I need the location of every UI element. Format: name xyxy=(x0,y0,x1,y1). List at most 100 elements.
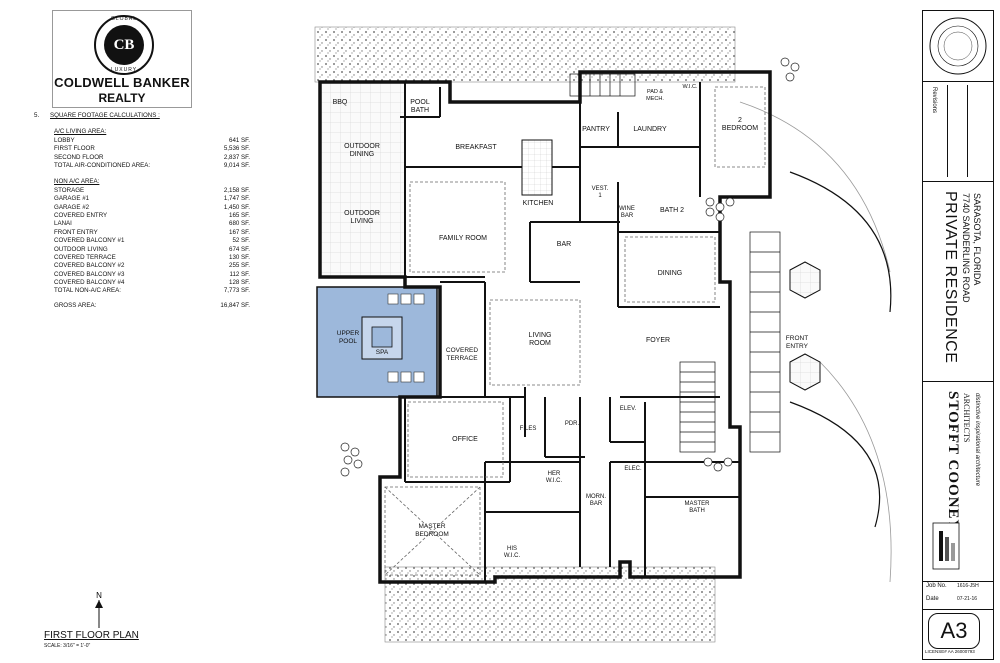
ac-area-label: LOBBY xyxy=(54,136,75,144)
room-his-wic-1: HIS xyxy=(507,546,517,552)
ac-area-label: FIRST FLOOR xyxy=(54,145,95,153)
nonac-area-row: TOTAL NON-A/C AREA:7,773 SF. xyxy=(38,287,250,295)
nonac-area-label: COVERED BALCONY #2 xyxy=(54,262,125,270)
room-covered-terrace-2: TERRACE xyxy=(446,355,478,362)
license: LICENSE# AA 26000793 xyxy=(925,649,975,654)
firm-tagline: distinctive inspirational architecture xyxy=(974,393,980,487)
ac-area-value: 9,014 SF. xyxy=(223,161,250,169)
nonac-area-label: GARAGE #1 xyxy=(54,195,90,203)
interior-walls xyxy=(400,82,740,582)
room-his-wic-2: W.I.C. xyxy=(504,553,521,559)
room-morn-bar-2: BAR xyxy=(590,501,603,507)
nonac-area-value: 130 SF. xyxy=(229,253,250,261)
room-her-wic-2: W.I.C. xyxy=(546,478,563,484)
room-master-bed-1: MASTER xyxy=(418,523,445,530)
outdoor-living-area xyxy=(319,81,406,278)
ac-area-value: 641 SF. xyxy=(229,136,250,144)
ac-area-title: A/C LIVING AREA: xyxy=(54,128,107,136)
ac-area-value: 5,536 SF. xyxy=(223,145,250,153)
gross-area-row: GROSS AREA: 16,847 SF. xyxy=(38,302,250,310)
coldwell-banker-logo: GLOBAL CB LUXURY COLDWELL BANKER REALTY xyxy=(52,10,192,108)
room-master-bath-1: MASTER xyxy=(684,501,710,507)
date-value: 07-21-16 xyxy=(957,596,978,602)
nonac-area-label: COVERED BALCONY #4 xyxy=(54,279,125,287)
nonac-area-title: NON A/C AREA: xyxy=(54,178,100,186)
room-pantry: PANTRY xyxy=(582,126,610,133)
room-bedroom2-1: 2 xyxy=(738,117,742,124)
nonac-area-value: 128 SF. xyxy=(229,279,250,287)
seal-ring-top: GLOBAL xyxy=(110,16,137,22)
plan-title: FIRST FLOOR PLAN xyxy=(44,630,139,641)
architect-seal xyxy=(923,11,993,82)
nonac-area-value: 2,158 SF. xyxy=(223,186,250,194)
room-elec: ELEC. xyxy=(624,466,642,472)
square-footage-table: 5. SQUARE FOOTAGE CALCULATIONS : A/C LIV… xyxy=(34,112,250,310)
ac-area-value: 2,837 SF. xyxy=(223,153,250,161)
room-master-bed-2: BEDROOM xyxy=(415,531,449,538)
sheet-number: A3 xyxy=(928,613,980,649)
nonac-area-label: TOTAL NON-A/C AREA: xyxy=(54,287,121,295)
firm-block: STOFFT COONEY ARCHITECTS distinctive ins… xyxy=(923,381,993,582)
room-front-entry-1: FRONT xyxy=(786,335,808,342)
firm-logo-icon xyxy=(932,522,960,570)
seal-icon xyxy=(929,17,987,75)
room-vest-1: VEST. xyxy=(592,186,609,192)
nonac-area-label: OUTDOOR LIVING xyxy=(54,245,108,253)
gravel-bed-south xyxy=(384,566,716,643)
room-bedroom2-2: BEDROOM xyxy=(722,125,758,132)
room-bbq: BBQ xyxy=(333,99,348,106)
project-name: PRIVATE RESIDENCE xyxy=(942,191,959,364)
room-dining: DINING xyxy=(658,270,683,277)
nonac-area-value: 1,747 SF. xyxy=(223,195,250,203)
nonac-area-label: COVERED BALCONY #3 xyxy=(54,270,125,278)
room-pad-mech-2: MECH. xyxy=(646,96,664,102)
room-elev: ELEV. xyxy=(620,406,637,412)
nonac-area-row: GARAGE #1 1,747 SF. xyxy=(38,195,250,203)
revisions-label: Revisions xyxy=(931,87,937,114)
nonac-area-label: GARAGE #2 xyxy=(54,203,90,211)
job-label: Job No. xyxy=(926,583,947,589)
room-wic-top: W.I.C. xyxy=(683,84,698,90)
room-outdoor-dining-2: DINING xyxy=(350,151,375,158)
room-laundry: LAUNDRY xyxy=(633,126,667,133)
room-foyer: FOYER xyxy=(646,337,670,344)
nonac-area-row: COVERED BALCONY #2 255 SF. xyxy=(38,262,250,270)
room-vest-2: 1 xyxy=(598,193,602,199)
room-living-1: LIVING xyxy=(529,332,552,339)
job-info: Job No. 1616-J5H Date 07-21-16 xyxy=(923,581,993,610)
room-living-2: ROOM xyxy=(529,340,551,347)
brand-name: COLDWELL BANKER xyxy=(54,75,190,90)
nonac-area-row: COVERED BALCONY #3 112 SF. xyxy=(38,271,250,279)
ac-area-row: FIRST FLOOR 5,536 SF. xyxy=(38,145,250,153)
sqft-heading-text: SQUARE FOOTAGE CALCULATIONS : xyxy=(50,112,160,119)
ac-area-label: SECOND FLOOR xyxy=(54,153,104,161)
title-block: Revisions PRIVATE RESIDENCE 7740 SANDERL… xyxy=(922,10,994,660)
nonac-area-value: 680 SF. xyxy=(229,220,250,228)
room-breakfast: BREAKFAST xyxy=(455,144,497,151)
seal-ring-bottom: LUXURY xyxy=(110,67,138,73)
revisions-block: Revisions xyxy=(923,81,993,182)
ac-area-label: TOTAL AIR-CONDITIONED AREA: xyxy=(54,161,151,169)
date-label: Date xyxy=(926,596,939,602)
job-value: 1616-J5H xyxy=(957,583,979,589)
north-label: N xyxy=(96,591,102,600)
nonac-area-value: 112 SF. xyxy=(229,270,250,278)
first-floor-plan: BBQ POOL BATH PAD & MECH. W.I.C. OUTDOOR… xyxy=(314,26,892,643)
project-address-1: 7740 SANDERLING ROAD xyxy=(961,193,971,303)
nonac-area-value: 255 SF. xyxy=(229,262,250,270)
room-bath2: BATH 2 xyxy=(660,207,684,214)
room-wine-2: BAR xyxy=(621,213,634,219)
ac-area-row: SECOND FLOOR 2,837 SF. xyxy=(38,154,250,162)
nonac-area-value: 165 SF. xyxy=(229,211,250,219)
room-covered-terrace-1: COVERED xyxy=(446,347,478,354)
room-master-bath-2: BATH xyxy=(689,508,705,514)
exterior-walls xyxy=(318,70,772,584)
cb-seal-icon: GLOBAL CB LUXURY xyxy=(94,15,154,75)
room-spa: SPA xyxy=(376,349,389,356)
project-block: PRIVATE RESIDENCE 7740 SANDERLING ROAD S… xyxy=(923,181,993,382)
gross-area-value: 16,847 SF. xyxy=(220,301,250,309)
